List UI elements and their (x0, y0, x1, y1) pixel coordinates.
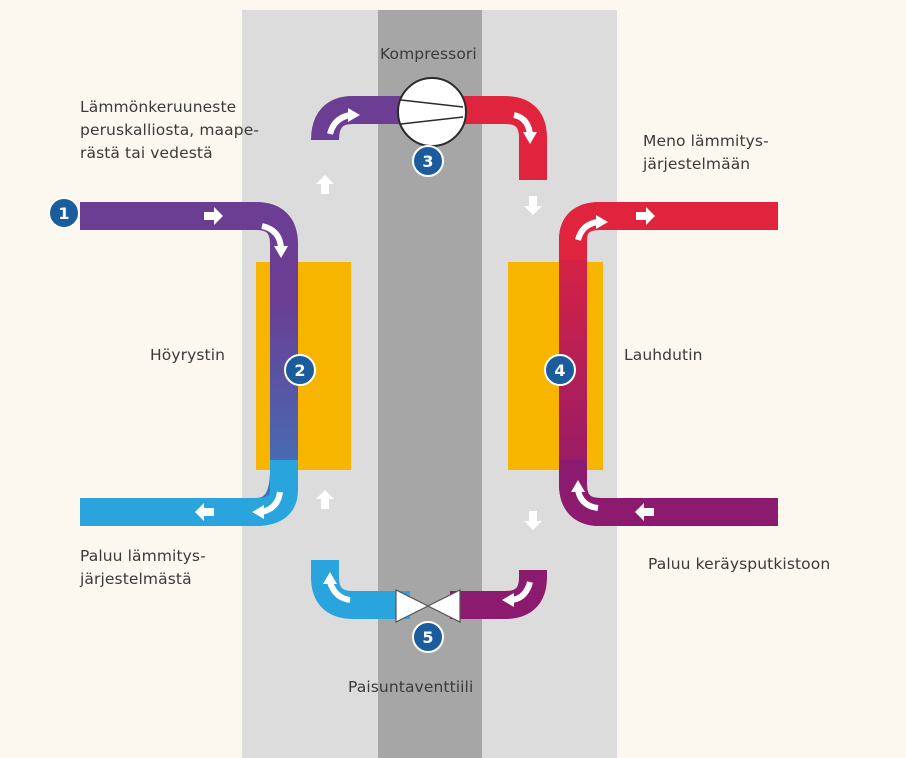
source-fluid-label: Lämmönkeruuneste peruskalliosta, maape- … (80, 98, 260, 162)
refrigerant-to-compressor-pipe (311, 96, 410, 141)
heating-supply-label: Meno lämmitys- järjestelmään (643, 132, 769, 173)
expansion-valve-label: Paisuntaventtiili (348, 678, 474, 696)
marker-1-label: 1 (58, 204, 69, 223)
curved-arrow-head-icon (252, 108, 608, 607)
condenser-label: Lauhdutin (624, 346, 703, 364)
marker-1: 1 (48, 197, 80, 229)
compressor-label: Kompressori (380, 45, 477, 63)
evaporator-label: Höyrystin (150, 346, 226, 364)
heating-supply-pipe (559, 202, 778, 260)
marker-3: 3 (412, 145, 444, 177)
collector-return-label: Paluu keräysputkistoon (648, 555, 831, 573)
compressor-icon (397, 77, 467, 147)
marker-5: 5 (412, 621, 444, 653)
refrigerant-to-valve-pipe (450, 570, 547, 619)
collector-return-pipe (559, 460, 778, 526)
marker-4: 4 (544, 354, 576, 386)
marker-2: 2 (284, 354, 316, 386)
marker-5-label: 5 (422, 628, 433, 647)
curved-arrow-icon (261, 112, 599, 603)
marker-3-label: 3 (422, 152, 433, 171)
marker-4-label: 4 (554, 361, 565, 380)
heating-return-label: Paluu lämmitys- järjestelmästä (80, 547, 206, 588)
source-inlet-pipe (80, 202, 298, 320)
refrigerant-from-valve-pipe (311, 560, 410, 619)
marker-2-label: 2 (294, 361, 305, 380)
expansion-valve-icon (395, 589, 461, 623)
